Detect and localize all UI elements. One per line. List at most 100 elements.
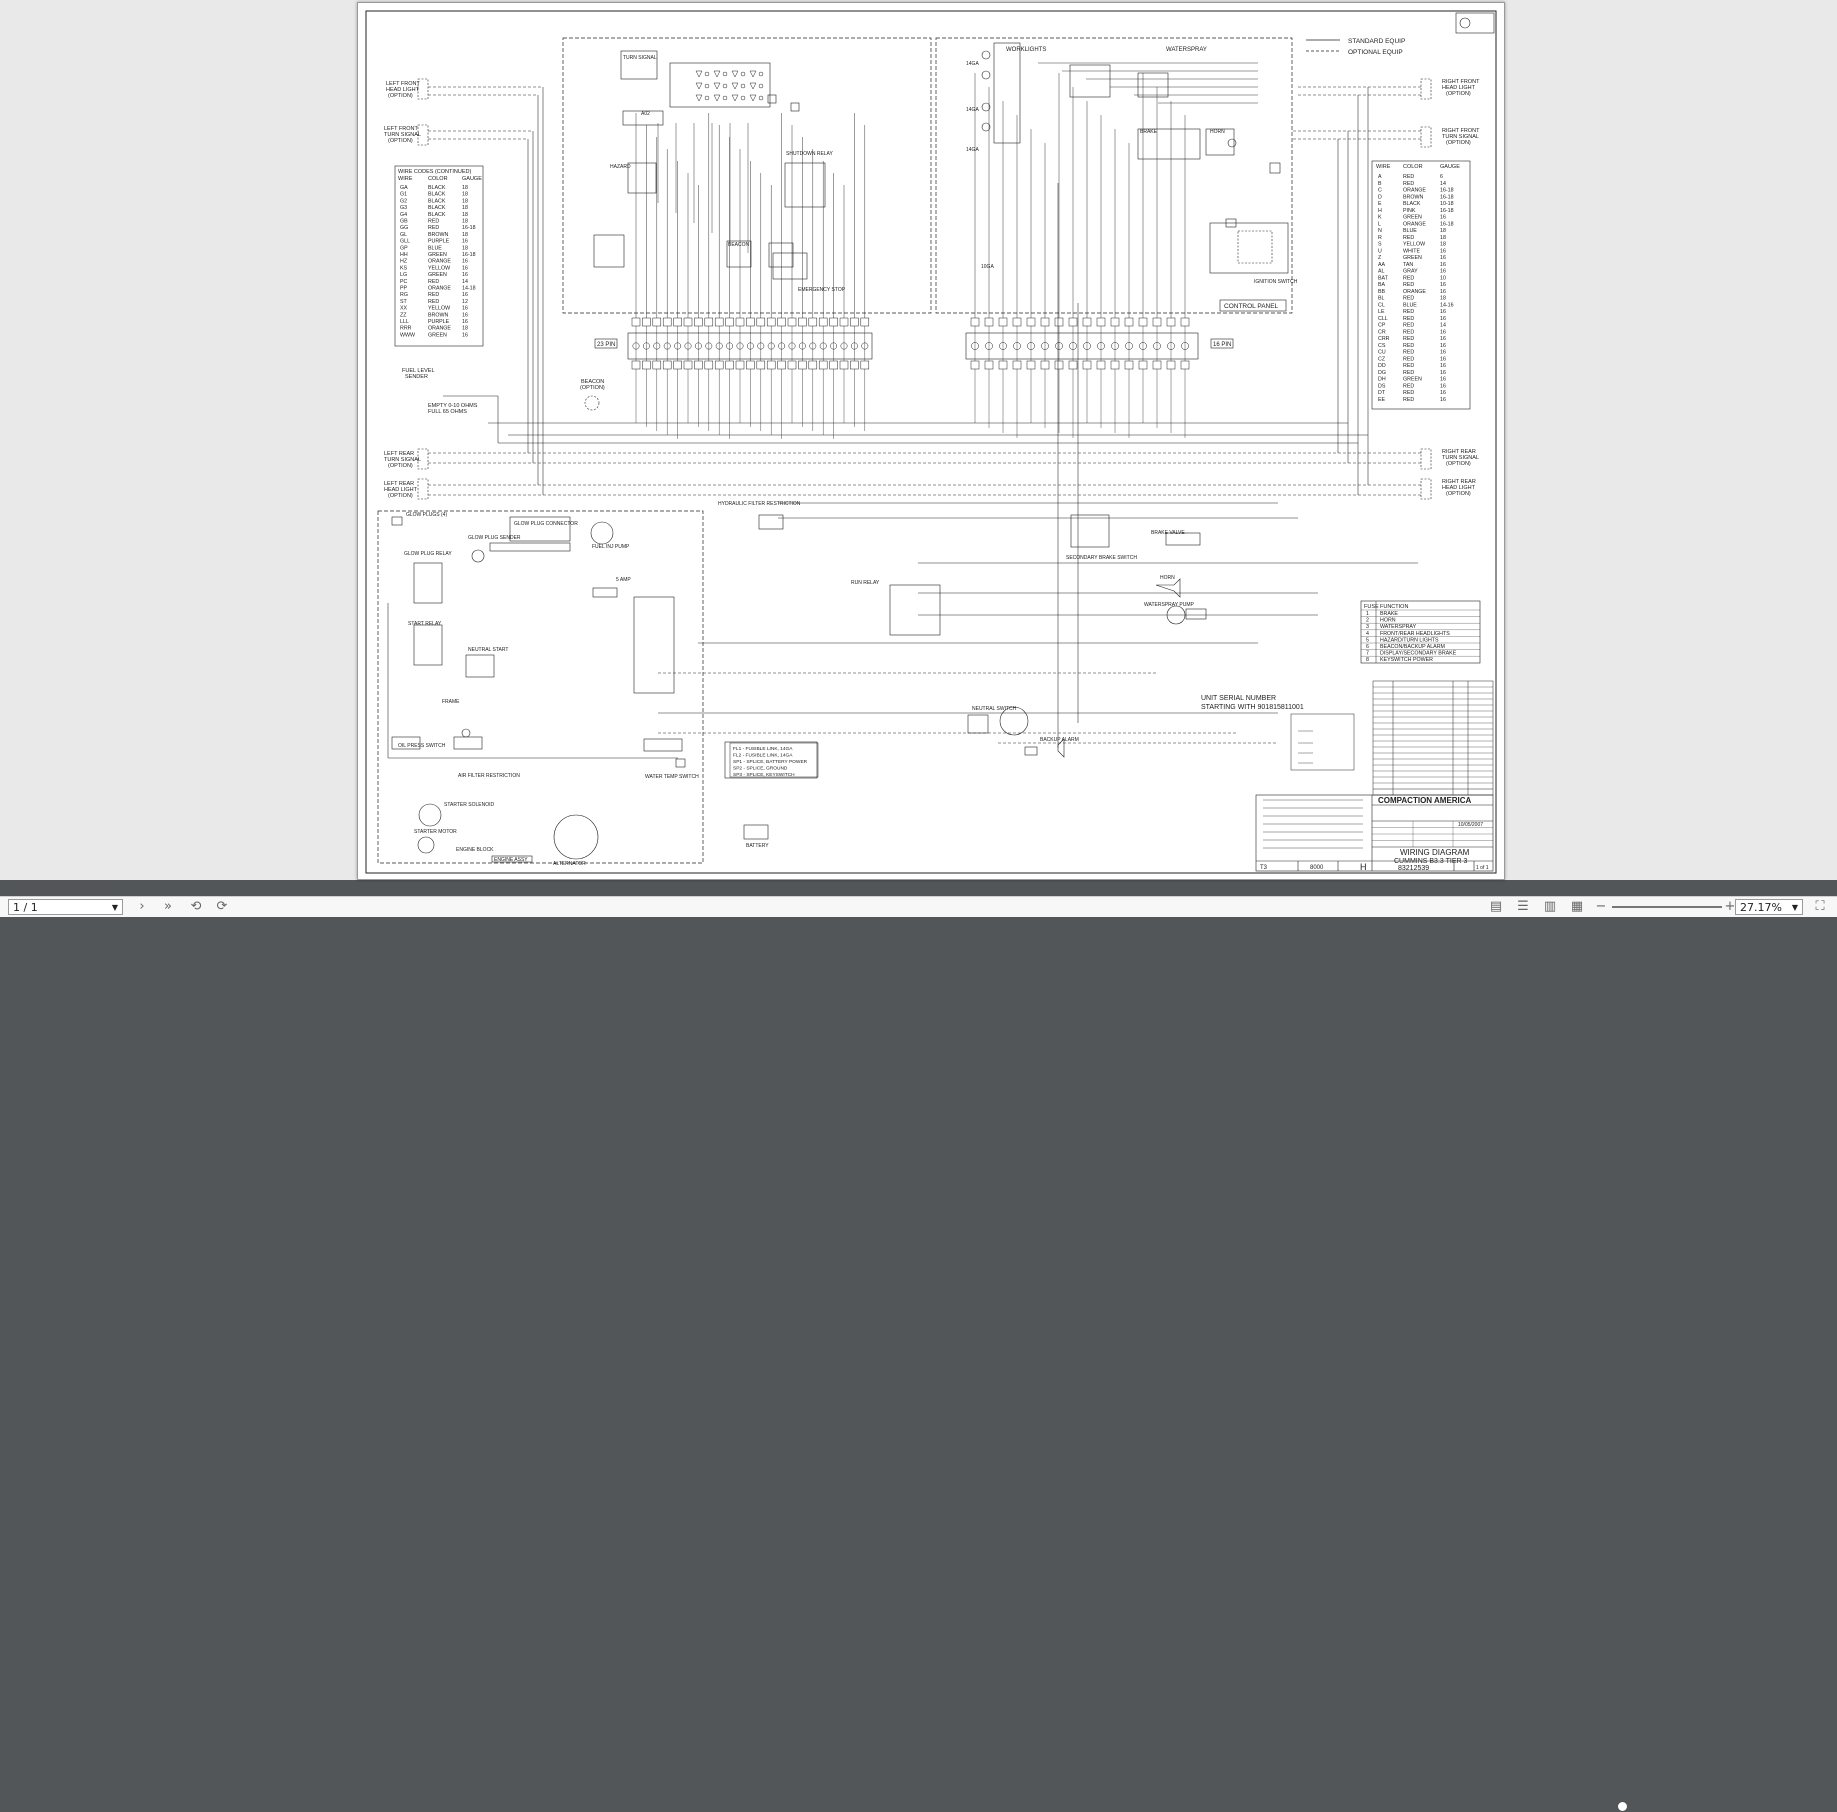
zoom-in-button[interactable]: + (1724, 899, 1736, 914)
document-viewport[interactable]: STANDARD EQUIP OPTIONAL EQUIP WORKLIGHTS… (0, 0, 1837, 880)
pin16-label: 16 PIN (1213, 342, 1231, 348)
water-temp-label: WATER TEMP SWITCH (645, 774, 699, 780)
splice-item: SP2 - SPLICE, GROUND (733, 766, 788, 772)
backup-alarm-label: BACKUP ALARM (1040, 737, 1079, 743)
left-front-headlight-label-3: (OPTION) (388, 93, 413, 99)
wire-code-cell: GREEN (1403, 215, 1422, 221)
wire-code-cell: RED (428, 225, 439, 231)
wire-code-cell: 16 (1440, 215, 1446, 221)
continuous-page-icon[interactable]: ☰ (1517, 899, 1529, 914)
rotate-right-icon[interactable]: ⟳ (216, 899, 228, 914)
left-front-turn-label-3: (OPTION) (388, 138, 413, 144)
start-relay-label: START RELAY (408, 621, 442, 627)
wire-code-cell: 16 (1440, 309, 1446, 315)
right-front-turn-label-3: (OPTION) (1446, 140, 1471, 146)
page-selector[interactable]: 1 / 1 ▼ (8, 899, 123, 915)
drawing-title-1: WIRING DIAGRAM (1400, 848, 1470, 857)
drawing-sheet-number: 1 of 1 (1476, 865, 1489, 871)
wire-code-cell: 18 (462, 212, 468, 218)
rotate-left-icon[interactable]: ⟲ (190, 899, 202, 914)
wire-code-cell: CU (1378, 350, 1386, 356)
wire-code-cell: BLACK (1403, 201, 1421, 207)
wire-code-cell: RED (1403, 356, 1414, 362)
zoom-slider[interactable] (1612, 906, 1722, 908)
glow-plug-connector-label: GLOW PLUG CONNECTOR (514, 521, 578, 527)
wire-code-cell: RED (1403, 350, 1414, 356)
wire-code-cell: RED (1403, 336, 1414, 342)
wire-code-cell: 16-18 (462, 225, 476, 231)
splice-item: SP3 - SPLICE, KEYSWITCH (733, 772, 795, 778)
glow-plugs-label: GLOW PLUGS (4) (406, 512, 447, 518)
wire-code-cell: 18 (462, 219, 468, 225)
single-page-icon[interactable]: ▤ (1489, 899, 1503, 914)
wire-code-cell: XX (400, 306, 408, 312)
secondary-brake-label: SECONDARY BRAKE SWITCH (1066, 555, 1137, 561)
right-front-turn-label-1: RIGHT FRONT (1442, 128, 1480, 134)
wire-code-cell: GREEN (428, 332, 447, 338)
fuse-cell: HAZARD/TURN LIGHTS (1380, 637, 1439, 643)
zoom-out-button[interactable]: − (1595, 899, 1607, 914)
wire-code-cell: PURPLE (428, 239, 450, 245)
frame-label: FRAME (442, 699, 460, 705)
wire-code-cell: RED (1403, 383, 1414, 389)
wire-code-cell: CR (1378, 329, 1386, 335)
wire-code-cell: 16 (462, 319, 468, 325)
wire-code-cell: 12 (462, 299, 468, 305)
wire-code-cell: A (1378, 174, 1382, 180)
two-page-icon[interactable]: ▥ (1543, 899, 1557, 914)
right-rear-headlight-label-1: RIGHT REAR (1442, 479, 1476, 485)
wire-code-cell: 16 (462, 239, 468, 245)
right-rear-headlight-label-3: (OPTION) (1446, 491, 1471, 497)
right-rear-turn-label-2: TURN SIGNAL (1442, 455, 1479, 461)
fuse-cell: 3 (1366, 624, 1369, 630)
wire-code-cell: DH (1378, 377, 1386, 383)
wire-code-cell: D (1378, 194, 1382, 200)
wire-code-cell: 18 (1440, 242, 1446, 248)
fuel-inj-pump-label: FUEL INJ PUMP (592, 544, 630, 550)
wire-code-cell: RED (1403, 370, 1414, 376)
wire-code-cell: RED (428, 279, 439, 285)
wire-code-cell: 16 (1440, 248, 1446, 254)
legend-optional: OPTIONAL EQUIP (1348, 49, 1403, 56)
wire-code-cell: BLACK (428, 212, 446, 218)
svg-text:A02: A02 (641, 111, 650, 117)
fullscreen-icon[interactable]: ⛶ (1815, 899, 1825, 914)
horn-label: HORN (1210, 129, 1225, 135)
wire-code-cell: ORANGE (428, 326, 451, 332)
grid-view-icon[interactable]: ▦ (1570, 899, 1584, 914)
wire-codes-right-header: GAUGE (1440, 164, 1460, 170)
glow-plug-sender-label: GLOW PLUG SENDER (468, 535, 521, 541)
zoom-select[interactable]: 27.17% ▼ (1735, 899, 1803, 915)
wire-code-cell: GREEN (1403, 377, 1422, 383)
wiring-diagram: STANDARD EQUIP OPTIONAL EQUIP WORKLIGHTS… (365, 10, 1497, 874)
wire-code-cell: BA (1378, 282, 1386, 288)
wire-code-cell: GRAY (1403, 269, 1418, 275)
wire-code-cell: H (1378, 208, 1382, 214)
last-page-icon[interactable]: » (164, 899, 172, 914)
wire-code-cell: RED (1403, 390, 1414, 396)
svg-text:14GA: 14GA (966, 107, 979, 113)
wire-code-cell: BLACK (428, 192, 446, 198)
wire-code-cell: RED (1403, 235, 1414, 241)
wire-code-cell: WHITE (1403, 248, 1421, 254)
brake-label: BRAKE (1140, 129, 1158, 135)
wire-codes-left-header: COLOR (428, 176, 448, 182)
left-rear-turn-label-3: (OPTION) (388, 463, 413, 469)
splice-item: SP1 - SPLICE, BATTERY POWER (733, 759, 808, 765)
shutdown-relay-label: SHUTDOWN RELAY (786, 151, 834, 157)
zoom-slider-handle[interactable] (1617, 1801, 1628, 1812)
fuse-cell: BEACON/BACKUP ALARM (1380, 644, 1445, 650)
fuse-cell: WATERSPRAY (1380, 624, 1417, 630)
wire-code-cell: BROWN (428, 312, 448, 318)
next-page-icon[interactable]: › (139, 899, 145, 914)
wire-code-cell: RED (1403, 181, 1414, 187)
wire-code-cell: 16 (1440, 370, 1446, 376)
fuse-cell: 7 (1366, 651, 1369, 657)
fuel-empty-value: EMPTY 0-10 OHMS (428, 403, 478, 409)
wire-code-cell: K (1378, 215, 1382, 221)
wire-code-cell: G4 (400, 212, 407, 218)
wire-code-cell: AA (1378, 262, 1386, 268)
wire-code-cell: DT (1378, 390, 1386, 396)
wire-code-cell: PINK (1403, 208, 1416, 214)
wire-code-cell: RG (400, 292, 408, 298)
